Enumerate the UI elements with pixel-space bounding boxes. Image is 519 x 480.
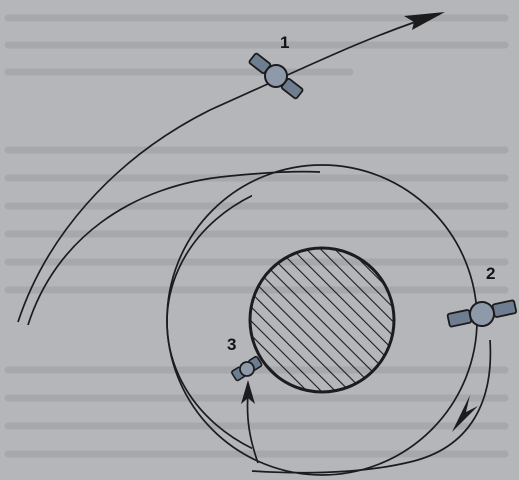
satellite-icon <box>446 295 518 333</box>
background-text-bleed <box>8 18 505 454</box>
satellite-2-label: 2 <box>486 264 495 283</box>
satellite-icon <box>246 49 307 103</box>
satellite-1-label: 1 <box>280 33 289 52</box>
central-body <box>250 248 394 392</box>
satellite-3-label: 3 <box>227 335 236 354</box>
